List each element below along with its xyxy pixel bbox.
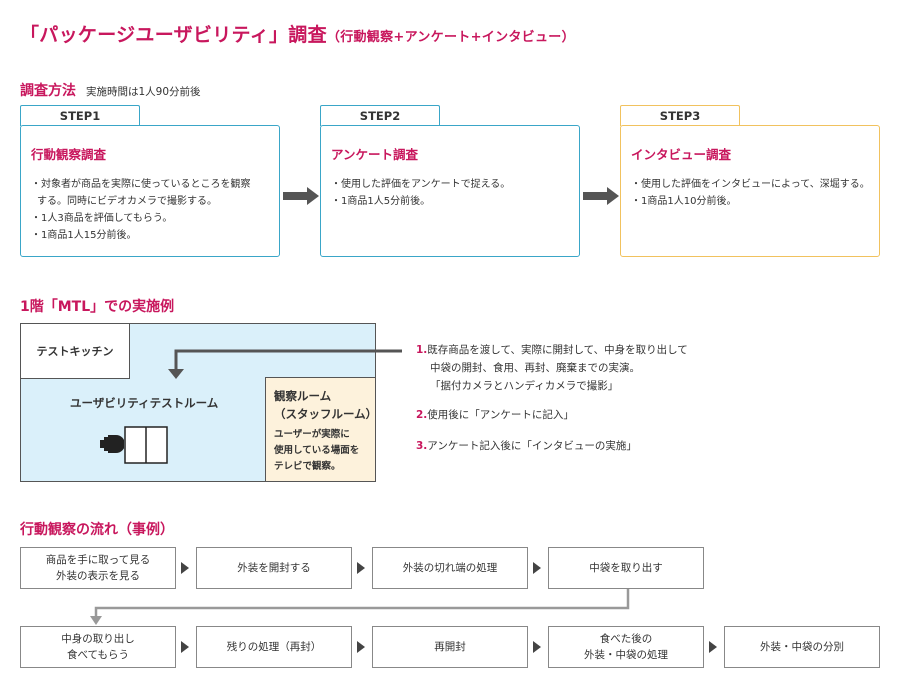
page-title-main: 「パッケージユーザビリティ」調査 bbox=[20, 24, 327, 46]
flow-step-text: 外装を開封する bbox=[237, 562, 311, 574]
flow-step: 中身の取り出し食べてもらう bbox=[20, 626, 176, 668]
entrance-arrow bbox=[168, 349, 402, 379]
step1-line: する。同時にビデオカメラで撮影する。 bbox=[37, 196, 217, 207]
method-heading-label: 調査方法 bbox=[20, 83, 76, 99]
example-note-3: 3.アンケート記入後に「インタビューの実施」 bbox=[416, 437, 637, 455]
step3-line: ・1商品1人10分前後。 bbox=[631, 196, 737, 207]
flow-step: 商品を手に取って見る外装の表示を見る bbox=[20, 547, 176, 589]
flow-step-text: 外装・中袋の分別 bbox=[760, 641, 844, 653]
flow-arrow-icon bbox=[533, 641, 541, 653]
step1-line: ・1商品1人15分前後。 bbox=[31, 230, 137, 241]
flow-step-text: 食べてもらう bbox=[66, 649, 130, 661]
observation-room-subtitle: （スタッフルーム） bbox=[274, 407, 378, 421]
step-arrow-2-3 bbox=[583, 187, 619, 205]
flow-step-text: 中袋を取り出す bbox=[589, 562, 663, 574]
step-arrow-1-2 bbox=[283, 187, 319, 205]
note-number: 3. bbox=[416, 440, 428, 452]
step2-line: ・使用した評価をアンケートで捉える。 bbox=[331, 179, 511, 190]
observation-room-title: 観察ルーム bbox=[274, 389, 332, 403]
page-title-sub: （行動観察+アンケート+インタビュー） bbox=[326, 30, 575, 45]
flow-step: 外装・中袋の分別 bbox=[724, 626, 880, 668]
step2-tab: STEP2 bbox=[320, 105, 440, 126]
step3-line: ・使用した評価をインタビューによって、深堀する。 bbox=[631, 179, 870, 190]
note-text: 「据付カメラとハンディカメラで撮影」 bbox=[430, 380, 619, 392]
example-note-2: 2.使用後に「アンケートに記入」 bbox=[416, 406, 574, 424]
step2-line: ・1商品1人5分前後。 bbox=[331, 196, 431, 207]
flow-arrow-icon bbox=[533, 562, 541, 574]
flow-step-text: 外装の切れ端の処理 bbox=[402, 562, 498, 574]
step1-name: 行動観察調査 bbox=[31, 147, 107, 162]
flow-step: 再開封 bbox=[372, 626, 528, 668]
table-icon bbox=[124, 426, 168, 464]
flow-step: 中袋を取り出す bbox=[548, 547, 704, 589]
step2-box: アンケート調査 ・使用した評価をアンケートで捉える。 ・1商品1人5分前後。 bbox=[320, 125, 580, 257]
flow-step-text: 残りの処理（再封） bbox=[226, 641, 322, 653]
observation-room-desc: ユーザーが実際に 使用している場面を テレビで観察。 bbox=[274, 427, 367, 475]
flow-arrow-icon bbox=[357, 562, 365, 574]
flow-step: 残りの処理（再封） bbox=[196, 626, 352, 668]
method-heading: 調査方法実施時間は1人90分前後 bbox=[20, 80, 201, 100]
camera-icon bbox=[100, 435, 124, 453]
flow-arrow-icon bbox=[709, 641, 717, 653]
step1-tab: STEP1 bbox=[20, 105, 140, 126]
step3-name: インタビュー調査 bbox=[631, 147, 732, 162]
observation-room-desc-line: ユーザーが実際に bbox=[274, 429, 350, 440]
flow-step-text: 外装・中袋の処理 bbox=[584, 649, 668, 661]
note-text: 既存商品を渡して、実際に開封して、中身を取り出して bbox=[427, 344, 688, 356]
test-kitchen: テストキッチン bbox=[20, 323, 130, 379]
method-time-note: 実施時間は1人90分前後 bbox=[86, 86, 201, 98]
flow-step-text: 外装の表示を見る bbox=[55, 570, 140, 582]
flow-connector bbox=[90, 589, 630, 625]
observation-room: 観察ルーム （スタッフルーム） ユーザーが実際に 使用している場面を テレビで観… bbox=[265, 377, 378, 482]
step3-box: インタビュー調査 ・使用した評価をインタビューによって、深堀する。 ・1商品1人… bbox=[620, 125, 880, 257]
flow-arrow-icon bbox=[357, 641, 365, 653]
flow-step-text: 中身の取り出し bbox=[61, 633, 135, 645]
flow-step-text: 商品を手に取って見る bbox=[45, 554, 151, 566]
flow-heading: 行動観察の流れ（事例） bbox=[20, 522, 174, 538]
step1-line: ・1人3商品を評価してもらう。 bbox=[31, 213, 173, 224]
note-text: 中袋の開封、食用、再封、廃棄までの実演。 bbox=[430, 362, 640, 374]
page-title: 「パッケージユーザビリティ」調査（行動観察+アンケート+インタビュー） bbox=[20, 20, 575, 47]
flow-step-text: 食べた後の bbox=[599, 633, 653, 645]
note-text: 使用後に「アンケートに記入」 bbox=[427, 409, 574, 421]
step1-box: 行動観察調査 ・対象者が商品を実際に使っているところを観察 する。同時にビデオカ… bbox=[20, 125, 280, 257]
step3-tab: STEP3 bbox=[620, 105, 740, 126]
flow-step: 外装を開封する bbox=[196, 547, 352, 589]
example-heading: 1階「MTL」での実施例 bbox=[20, 299, 175, 315]
flow-arrow-icon bbox=[181, 641, 189, 653]
observation-room-desc-line: テレビで観察。 bbox=[274, 461, 341, 472]
flow-step-text: 再開封 bbox=[434, 641, 466, 653]
usability-room-label: ユーザビリティテストルーム bbox=[70, 396, 219, 410]
step2-name: アンケート調査 bbox=[331, 147, 419, 162]
observation-room-desc-line: 使用している場面を bbox=[274, 445, 360, 456]
step1-line: ・対象者が商品を実際に使っているところを観察 bbox=[31, 179, 251, 190]
flow-step: 食べた後の外装・中袋の処理 bbox=[548, 626, 704, 668]
note-number: 2. bbox=[416, 409, 428, 421]
example-note-1: 1.既存商品を渡して、実際に開封して、中身を取り出して 中袋の開封、食用、再封、… bbox=[416, 341, 688, 395]
note-number: 1. bbox=[416, 344, 428, 356]
flow-arrow-icon bbox=[181, 562, 189, 574]
flow-step: 外装の切れ端の処理 bbox=[372, 547, 528, 589]
note-text: アンケート記入後に「インタビューの実施」 bbox=[427, 440, 637, 452]
